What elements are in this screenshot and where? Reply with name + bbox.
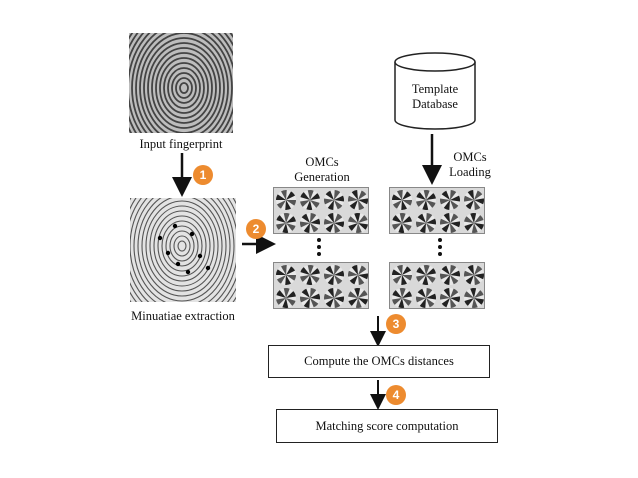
omc-loading-label: OMCs Loading [449, 150, 491, 179]
step-badge-4: 4 [386, 385, 406, 405]
vertical-ellipsis-icon [317, 238, 321, 256]
matching-score-box: Matching score computation [276, 409, 498, 443]
compute-distances-box: Compute the OMCs distances [268, 345, 490, 378]
minutiae-extraction-label: Minuatiae extraction [131, 309, 235, 323]
step-badge-3: 3 [386, 314, 406, 334]
step-badge-2: 2 [246, 219, 266, 239]
omc-grid-image [389, 187, 485, 234]
omc-generation-label: OMCs Generation [294, 155, 350, 184]
vertical-ellipsis-icon [438, 238, 442, 256]
omc-grid-image [273, 262, 369, 309]
database-cylinder-icon [394, 52, 476, 130]
step-badge-1: 1 [193, 165, 213, 185]
omc-grid-image [389, 262, 485, 309]
fingerprint-image [129, 33, 233, 133]
database-label: Template Database [411, 82, 459, 111]
omc-grid-image [273, 187, 369, 234]
input-fingerprint-label: Input fingerprint [139, 137, 223, 151]
minutiae-fingerprint-image [130, 198, 236, 302]
